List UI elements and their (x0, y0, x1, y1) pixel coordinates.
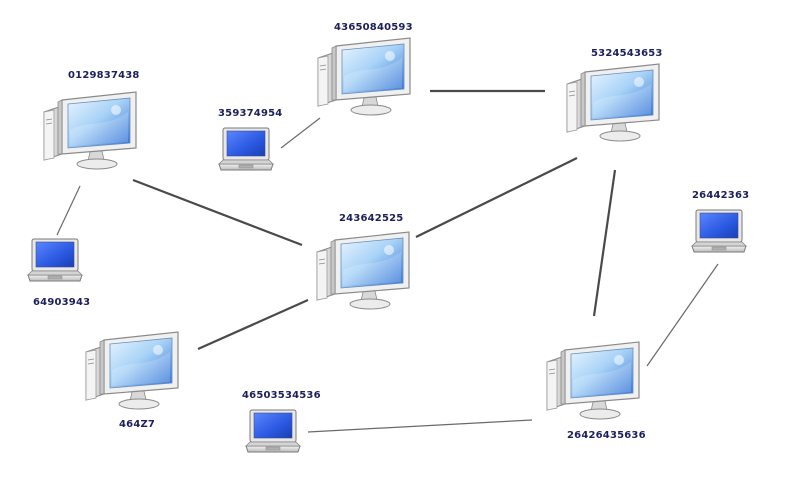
link-243642525-5324543653 (415, 157, 578, 238)
link-46503534536-26426435636 (307, 419, 533, 433)
node-label: 26426435636 (567, 430, 646, 441)
desktop-computer-icon (85, 331, 179, 410)
node-label: 43650840593 (334, 22, 413, 33)
desktop-node-26426435636 (543, 340, 643, 422)
desktop-node-243642525 (313, 230, 413, 312)
laptop-node-46503534536 (244, 408, 302, 462)
link-0129837438-243642525 (132, 178, 303, 247)
node-label: 359374954 (218, 108, 283, 119)
laptop-computer-icon (218, 127, 274, 171)
node-label: 64903943 (33, 297, 91, 308)
laptop-node-64903943 (26, 237, 84, 291)
link-243642525-46427 (197, 298, 309, 351)
desktop-computer-icon (317, 37, 411, 116)
link-0129837438-64903943 (56, 185, 81, 236)
laptop-computer-icon (27, 238, 83, 282)
desktop-node-5324543653 (563, 62, 663, 144)
desktop-computer-icon (546, 341, 640, 420)
link-359374954-43650840593 (280, 117, 321, 149)
desktop-node-43650840593 (314, 36, 414, 118)
link-26442363-26426435636 (646, 263, 719, 367)
desktop-computer-icon (43, 91, 137, 170)
node-label: 26442363 (692, 190, 750, 201)
node-label: 0129837438 (68, 70, 140, 81)
desktop-node-46427 (82, 330, 182, 412)
laptop-computer-icon (245, 409, 301, 453)
node-label: 243642525 (339, 213, 404, 224)
node-label: 5324543653 (591, 48, 663, 59)
node-label: 46503534536 (242, 390, 321, 401)
laptop-node-359374954 (217, 126, 275, 180)
laptop-node-26442363 (690, 208, 748, 262)
desktop-computer-icon (316, 231, 410, 310)
desktop-computer-icon (566, 63, 660, 142)
laptop-computer-icon (691, 209, 747, 253)
node-label: 464Z7 (119, 419, 156, 430)
desktop-node-0129837438 (40, 90, 140, 172)
link-5324543653-26426435636 (592, 169, 617, 317)
